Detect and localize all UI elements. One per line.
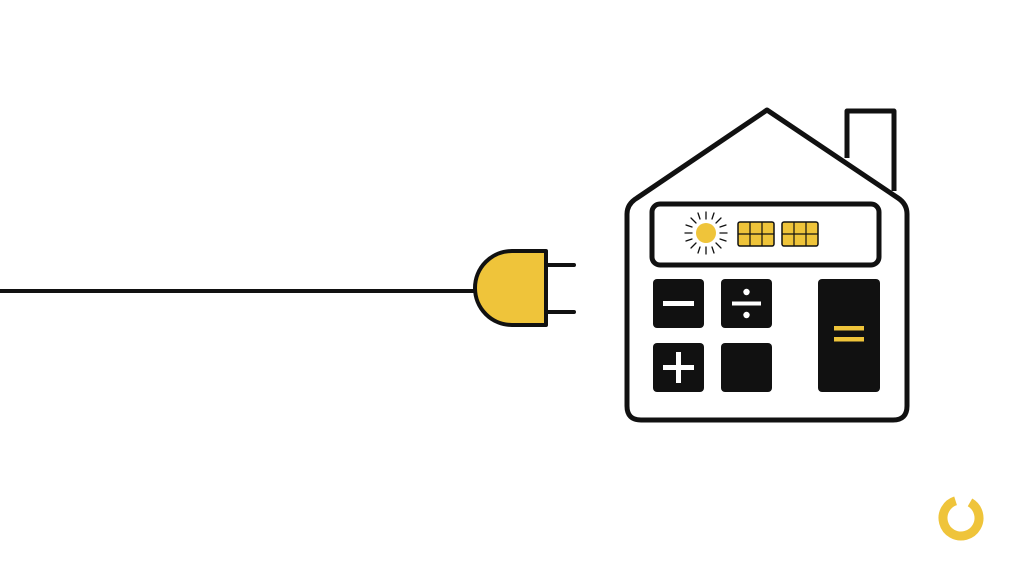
plus-key	[653, 343, 704, 392]
sun-icon	[684, 211, 728, 255]
solar-panel-icon	[737, 221, 775, 247]
house-calculator-icon	[624, 107, 910, 423]
equals-key	[818, 279, 880, 392]
minus-key	[653, 279, 704, 328]
divide-key	[721, 279, 772, 328]
solar-panel-icon	[781, 221, 819, 247]
ring-logo-icon	[938, 495, 984, 541]
blank-key	[721, 343, 772, 392]
electric-plug-icon	[473, 249, 576, 327]
